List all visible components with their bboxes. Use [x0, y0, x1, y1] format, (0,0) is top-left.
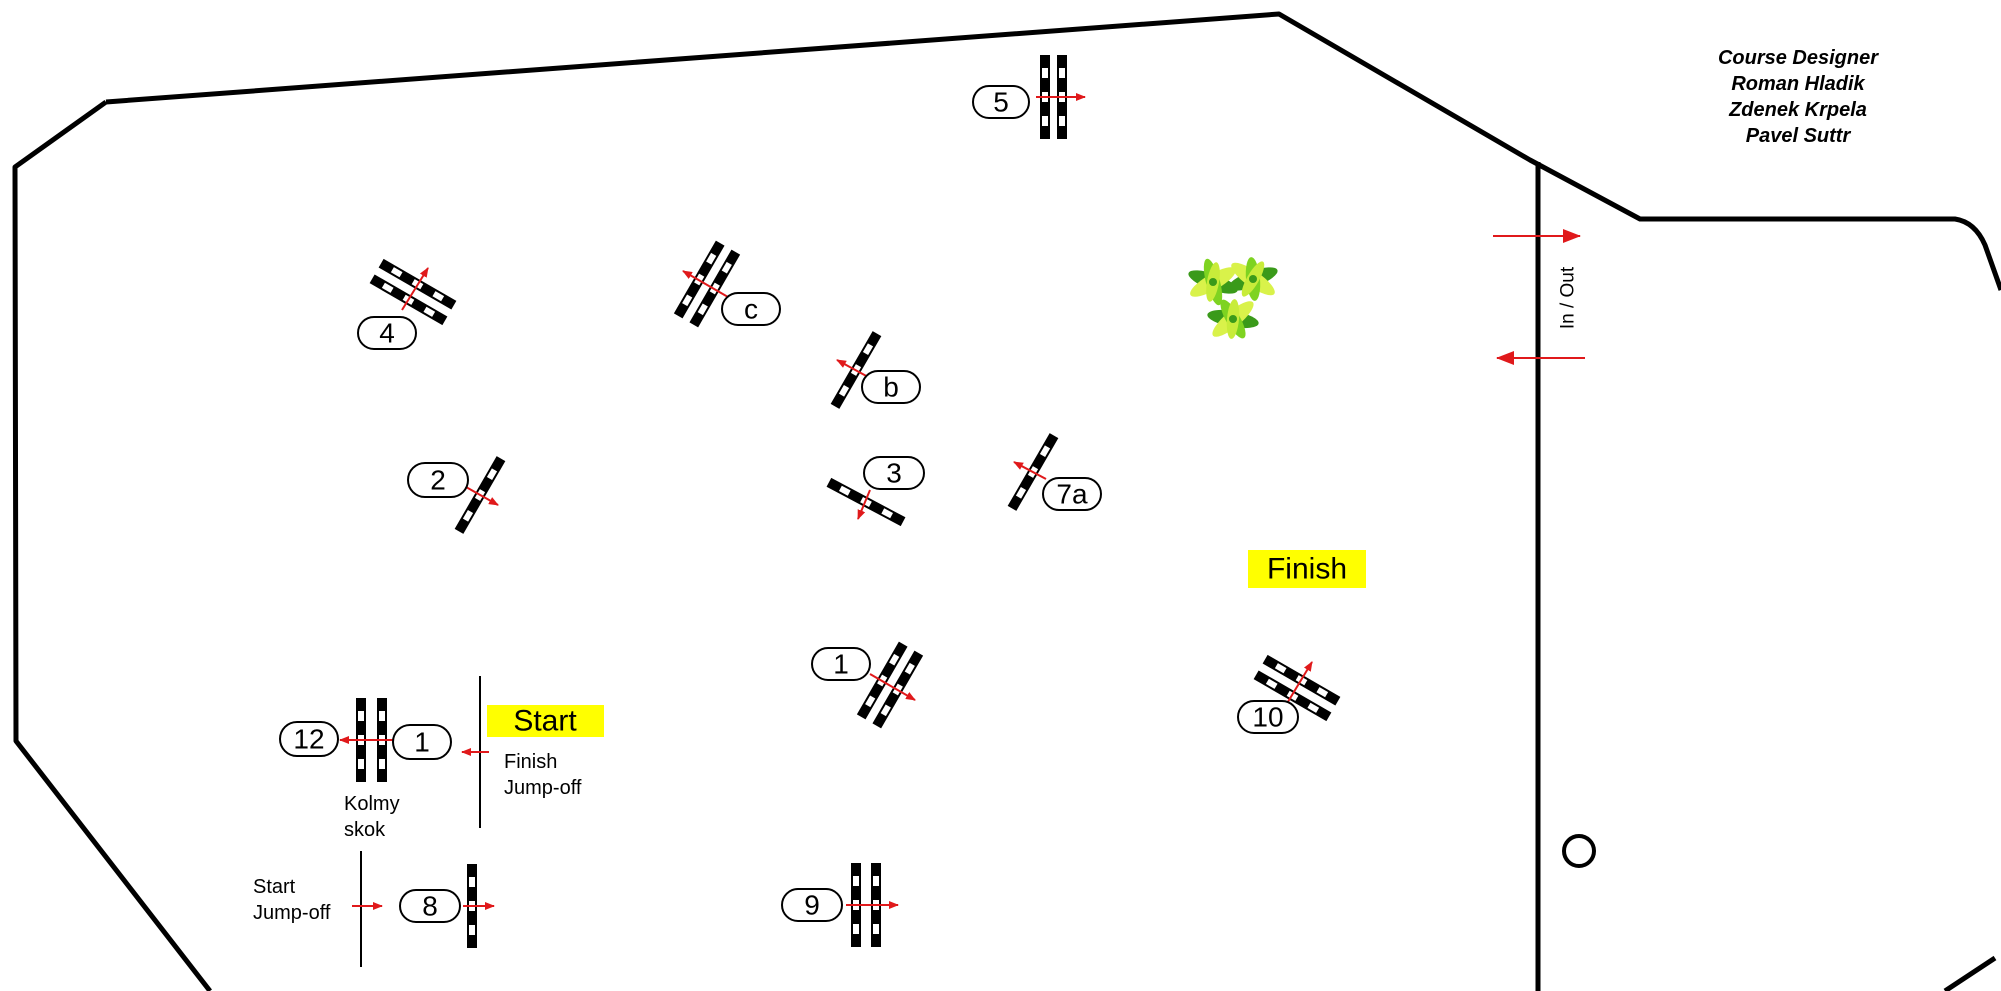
start-label: Start: [513, 705, 577, 738]
finish-jumpoff-label-1: Finish: [504, 751, 557, 773]
fence-10: 10: [1237, 654, 1341, 734]
fence-number-8: 8: [422, 891, 438, 922]
fence-number-9: 9: [804, 890, 820, 921]
fence-4: 3: [826, 456, 925, 527]
designer-name-2: Zdenek Krpela: [1728, 99, 1867, 121]
fence-6: 5: [972, 55, 1086, 139]
fence-1-12: 1 12: [279, 698, 452, 782]
start-jumpoff-line: Start Jump-off: [253, 851, 383, 967]
shrub-icon: [1188, 257, 1278, 339]
fence-7a: 7a: [1007, 433, 1102, 511]
fence-number-c: c: [744, 294, 758, 325]
fence-b: b: [830, 331, 921, 409]
designer-name-1: Roman Hladik: [1731, 73, 1865, 95]
fence-5: 4: [357, 258, 457, 350]
fence-number-1: 1: [414, 727, 430, 758]
marker-circle-icon: [1562, 834, 1596, 868]
designer-title: Course Designer: [1718, 47, 1879, 69]
course-designer: Course Designer Roman Hladik Zdenek Krpe…: [1718, 47, 1879, 147]
fence-number-7a: 7a: [1056, 479, 1088, 510]
fence-c: c: [673, 240, 781, 328]
in-out-gate: In / Out: [1493, 229, 1585, 365]
finish-label: Finish: [1267, 553, 1347, 586]
fence-number-10: 10: [1252, 702, 1283, 733]
finish-jumpoff-label-2: Jump-off: [504, 777, 582, 799]
fence-number-b: b: [883, 372, 899, 403]
fence-number-2: 2: [430, 465, 446, 496]
finish-marker: Finish: [1248, 550, 1366, 588]
kolmy-label-1: Kolmy: [344, 793, 400, 815]
fence-8: 8: [399, 864, 495, 948]
fence-number-3: 1: [833, 649, 849, 680]
start-jumpoff-label-2: Jump-off: [253, 902, 331, 924]
in-out-label: In / Out: [1558, 266, 1579, 329]
designer-name-3: Pavel Suttr: [1746, 125, 1852, 147]
fence-2: 2: [407, 456, 506, 534]
fence-number-12: 12: [293, 724, 324, 755]
fence-9: 9: [781, 863, 899, 947]
start-finish-line: Start Finish Jump-off: [461, 676, 604, 828]
arena-outline: [12, 11, 2001, 991]
kolmy-label-2: skok: [344, 819, 386, 841]
fence-3: 1: [811, 641, 924, 729]
fence-number-5: 4: [379, 318, 395, 349]
fence-number-4: 3: [886, 458, 902, 489]
start-jumpoff-label-1: Start: [253, 876, 296, 898]
fence-number-6: 5: [993, 87, 1009, 118]
